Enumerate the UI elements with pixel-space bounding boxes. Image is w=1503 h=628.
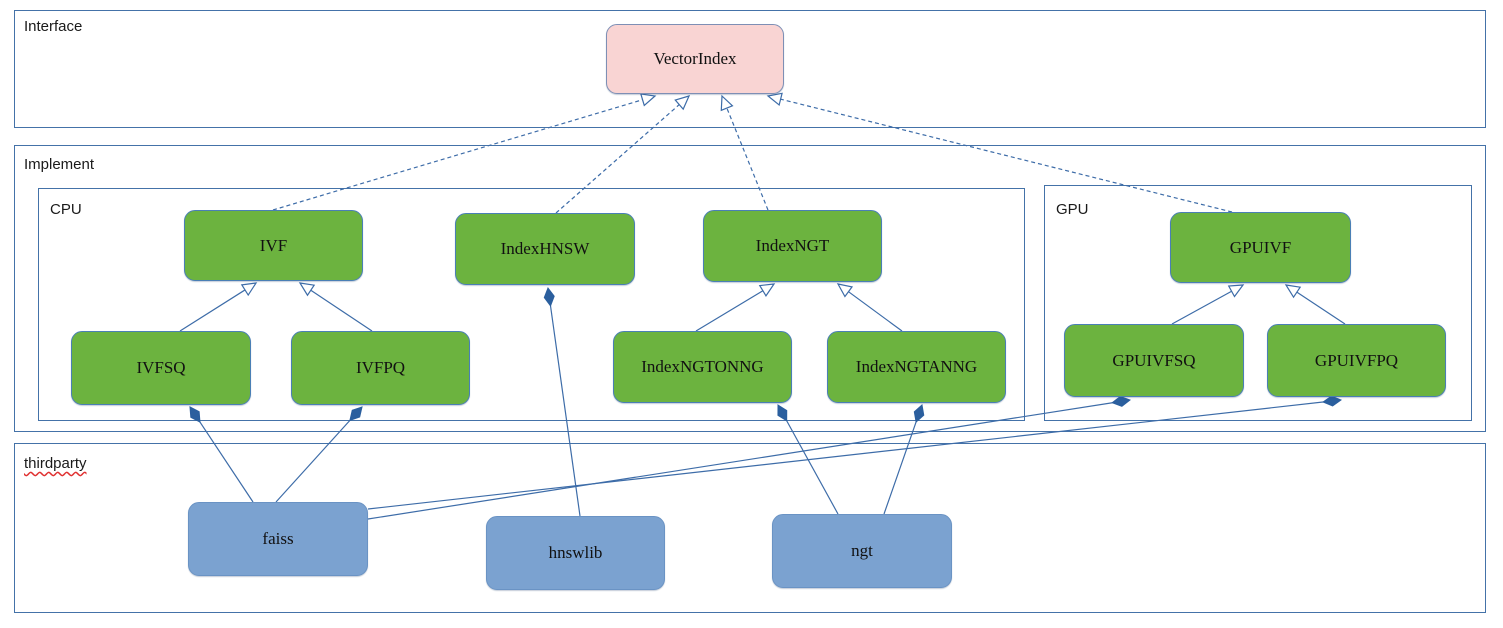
class-node-ngt[interactable]: ngt bbox=[772, 514, 952, 588]
class-node-gpuivfpq[interactable]: GPUIVFPQ bbox=[1267, 324, 1446, 397]
class-node-ivfsq[interactable]: IVFSQ bbox=[71, 331, 251, 405]
class-node-gpuivf[interactable]: GPUIVF bbox=[1170, 212, 1351, 283]
class-node-hnswlib[interactable]: hnswlib bbox=[486, 516, 665, 590]
class-node-ivfpq[interactable]: IVFPQ bbox=[291, 331, 470, 405]
class-node-vectorindex[interactable]: VectorIndex bbox=[606, 24, 784, 94]
frame-label-thirdparty: thirdparty bbox=[24, 455, 87, 472]
class-node-indexngtonng[interactable]: IndexNGTONNG bbox=[613, 331, 792, 403]
class-node-faiss[interactable]: faiss bbox=[188, 502, 368, 576]
frame-label-gpu: GPU bbox=[1056, 201, 1089, 218]
frame-label-implement: Implement bbox=[24, 156, 95, 173]
class-node-gpuivfsq[interactable]: GPUIVFSQ bbox=[1064, 324, 1244, 397]
frame-label-interface: Interface bbox=[24, 18, 83, 35]
class-node-indexngtanng[interactable]: IndexNGTANNG bbox=[827, 331, 1006, 403]
class-node-indexngt[interactable]: IndexNGT bbox=[703, 210, 882, 282]
frame-label-cpu: CPU bbox=[50, 201, 82, 218]
class-node-ivf[interactable]: IVF bbox=[184, 210, 363, 281]
class-node-indexhnsw[interactable]: IndexHNSW bbox=[455, 213, 635, 285]
